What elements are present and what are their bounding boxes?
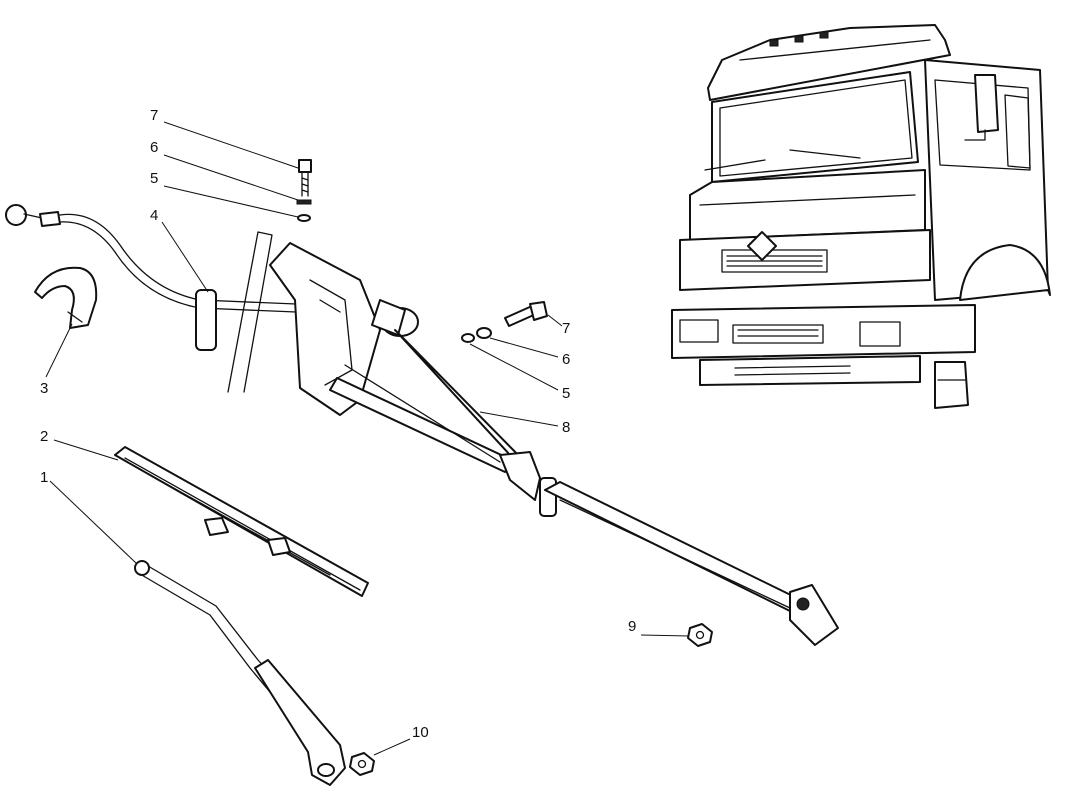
part-1-wiper-arm — [134, 560, 346, 786]
callout-3: 3 — [40, 380, 48, 397]
part-9-nut — [687, 623, 713, 647]
callout-10: 10 — [412, 724, 429, 741]
callout-6-right: 6 — [562, 351, 570, 368]
callout-8: 8 — [562, 419, 570, 436]
callout-4: 4 — [150, 207, 158, 224]
callout-5-right: 5 — [562, 385, 570, 402]
part-10-nut — [349, 752, 375, 776]
callout-9: 9 — [628, 618, 636, 635]
callout-6-upper: 6 — [150, 139, 158, 156]
bolt-stack-upper — [296, 159, 312, 222]
part-2-wiper-blade — [114, 446, 369, 597]
callout-7-right: 7 — [562, 320, 570, 337]
callout-5-upper: 5 — [150, 170, 158, 187]
truck-cab-illustration — [671, 24, 1051, 409]
callout-labels: 7 6 5 4 3 2 1 7 6 5 8 9 10 — [40, 107, 636, 741]
bolt-stack-right — [461, 301, 548, 343]
callout-7-upper: 7 — [150, 107, 158, 124]
part-3-grommet — [34, 266, 98, 329]
leader-lines — [45, 121, 690, 756]
callout-1: 1 — [40, 469, 48, 486]
callout-2: 2 — [40, 428, 48, 445]
cable-loop — [227, 231, 273, 393]
part-4-cable-harness — [5, 204, 321, 351]
part-8-wiper-linkage-assembly — [269, 242, 839, 646]
